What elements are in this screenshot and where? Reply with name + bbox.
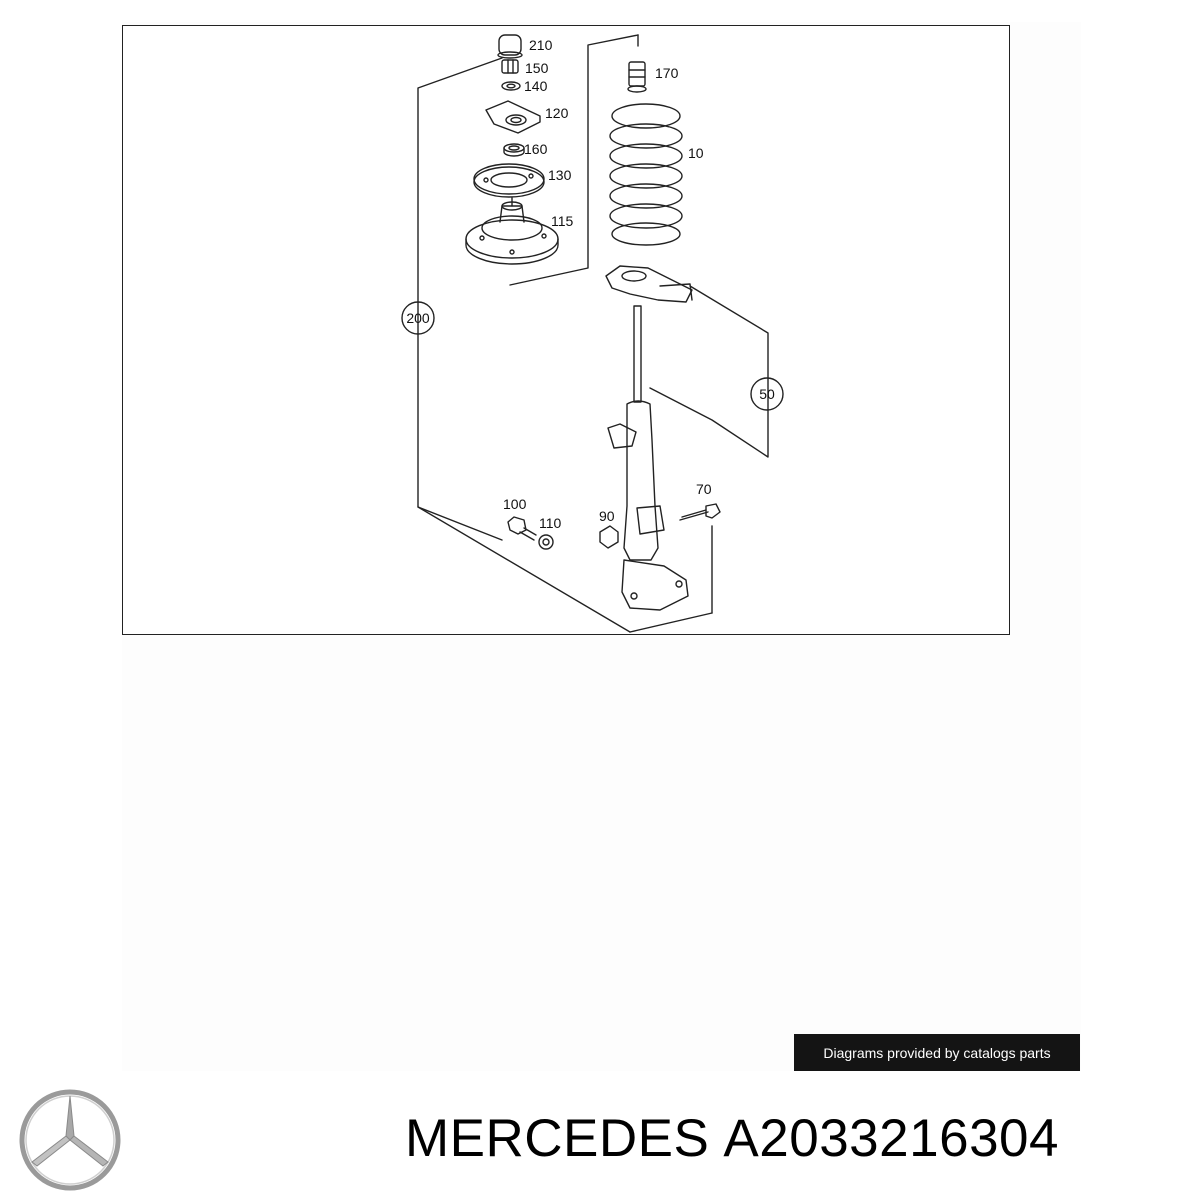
callout-150: 150 <box>525 60 549 76</box>
brand-name: MERCEDES <box>405 1109 710 1168</box>
part-150-nut <box>501 59 519 74</box>
callout-90: 90 <box>599 508 615 524</box>
callout-10: 10 <box>688 145 704 161</box>
mercedes-star-icon <box>19 1089 121 1191</box>
callout-110: 110 <box>539 515 562 531</box>
part-100-bolt <box>507 516 537 541</box>
part-50-spring-seat <box>605 265 693 303</box>
callout-160: 160 <box>524 141 548 157</box>
callout-circle-200 <box>401 301 435 335</box>
credit-banner: Diagrams provided by catalogs parts <box>794 1034 1080 1071</box>
part-50-shock-absorber <box>607 305 689 611</box>
part-130-ring <box>473 163 545 198</box>
callout-100: 100 <box>503 496 527 512</box>
part-110-washer <box>538 534 554 550</box>
assembly-50-bracket <box>649 285 769 458</box>
callout-170: 170 <box>655 65 679 81</box>
callout-210: 210 <box>529 37 553 53</box>
assembly-200-bracket <box>417 34 713 633</box>
part-160-bearing <box>503 143 525 157</box>
callout-50: 50 <box>759 386 775 402</box>
part-70-bolt <box>679 503 721 521</box>
diagram-frame <box>122 25 1010 635</box>
callout-70: 70 <box>696 481 712 497</box>
callout-120: 120 <box>545 105 569 121</box>
callout-circle-50 <box>750 377 784 411</box>
part-115-mount <box>465 197 559 265</box>
part-170-bumpstop <box>627 61 647 93</box>
part-120-plate <box>485 100 541 134</box>
part-number: A2033216304 <box>723 1109 1060 1168</box>
callout-140: 140 <box>524 78 548 94</box>
callout-115: 115 <box>551 213 574 229</box>
callout-200: 200 <box>406 310 430 326</box>
callout-130: 130 <box>548 167 572 183</box>
parts-diagram: 210 150 140 120 160 130 115 170 10 200 5… <box>401 34 784 633</box>
part-90-nut <box>599 525 619 549</box>
part-10-coil-spring <box>609 103 683 246</box>
part-210-cap <box>497 34 523 59</box>
part-140-washer <box>501 81 521 91</box>
